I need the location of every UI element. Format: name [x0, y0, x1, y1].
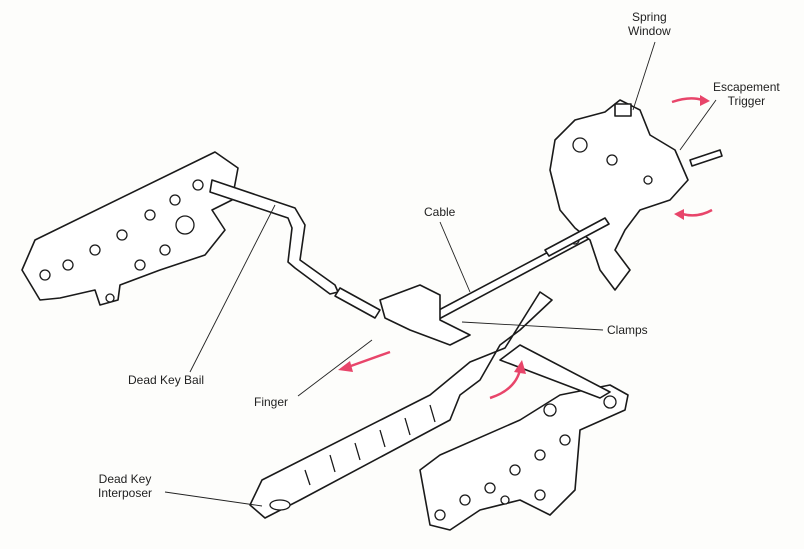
leader-lines [164, 41, 717, 507]
motion-arrows [338, 95, 713, 400]
label-escapement-trigger: Escapement Trigger [713, 80, 780, 108]
label-line: Spring [632, 10, 667, 24]
clamps-block [379, 284, 471, 346]
label-spring-window: Spring Window [628, 10, 671, 38]
right-frame-plate [419, 384, 629, 531]
label-line: Interposer [98, 486, 153, 500]
label-line: Escapement [713, 80, 780, 94]
label-dead-key-interposer: Dead Key Interposer [98, 472, 152, 500]
label-dead-key-bail: Dead Key Bail [128, 373, 205, 387]
label-clamps: Clamps [607, 323, 648, 337]
dead-key-bail-rod [209, 179, 339, 295]
label-line: Dead Key [98, 472, 152, 486]
interposer-teeth [304, 404, 436, 486]
label-line: Trigger [727, 94, 766, 108]
escapement-assembly [549, 99, 689, 291]
left-plate-holes [39, 179, 204, 303]
label-cable: Cable [424, 205, 456, 219]
right-plate-holes [434, 395, 617, 521]
spring-window [614, 103, 632, 117]
escapement-spring [689, 149, 723, 167]
left-frame-plate [21, 151, 239, 306]
label-line: Window [628, 24, 671, 38]
dead-key-interposer [249, 291, 553, 519]
label-finger: Finger [254, 395, 289, 409]
